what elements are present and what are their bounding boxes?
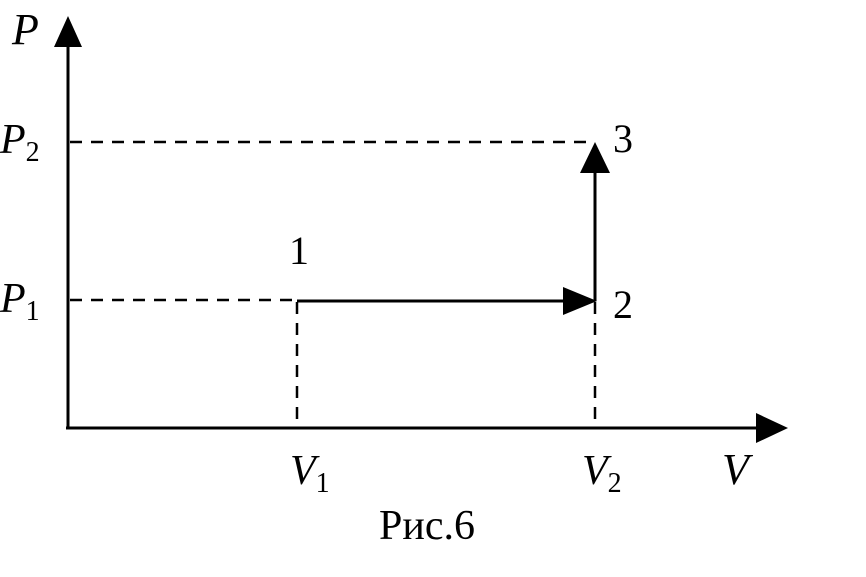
state-point-3-label: 3 (613, 116, 633, 161)
v2-label-symbol: V (582, 448, 612, 494)
figure-caption: Рис.6 (379, 503, 475, 549)
y-axis-label: P (11, 5, 39, 54)
v1-label: V1 (290, 448, 330, 499)
v1-label-symbol: V (290, 448, 320, 494)
x-axis-label: V (722, 445, 754, 494)
p1-label-subscript: 1 (26, 296, 40, 327)
p2-label: P2 (0, 117, 40, 168)
y-axis-arrow-icon (54, 16, 82, 47)
process-2-3-arrow-icon (580, 142, 610, 173)
v1-label-subscript: 1 (316, 468, 330, 499)
v2-label-subscript: 2 (608, 468, 622, 499)
p1-label: P1 (0, 276, 40, 327)
state-point-2-label: 2 (613, 282, 633, 327)
p2-label-symbol: P (0, 117, 26, 163)
x-axis-arrow-icon (756, 413, 788, 443)
v2-label: V2 (582, 448, 622, 499)
p2-label-subscript: 2 (26, 137, 40, 168)
state-point-1-label: 1 (289, 228, 309, 273)
process-1-2-arrow-icon (563, 287, 597, 315)
p1-label-symbol: P (0, 276, 26, 322)
